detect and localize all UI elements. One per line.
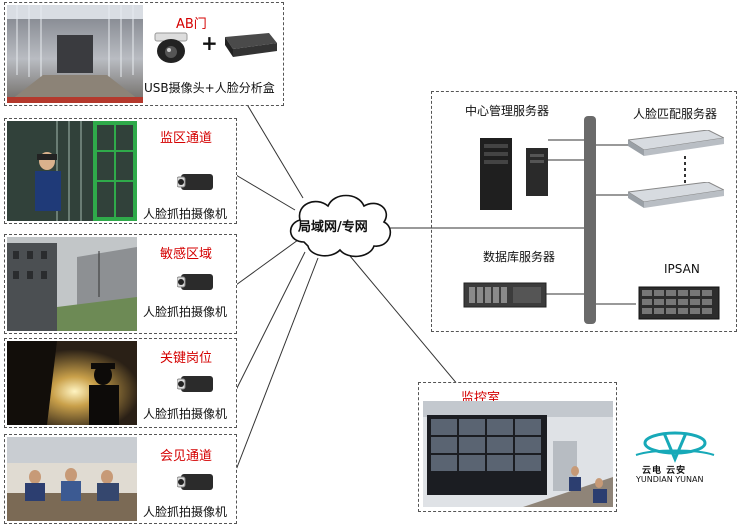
gate-caption: USB摄像头+人脸分析盒: [144, 81, 275, 95]
gate-title: AB门: [176, 17, 207, 32]
zone-title-3: 关键岗位: [160, 351, 213, 366]
zone-panel-2: 敏感区域 人脸抓拍摄像机: [4, 234, 237, 334]
zone-caption-2: 人脸抓拍摄像机: [143, 305, 228, 319]
plus-sign: +: [201, 31, 218, 55]
logo-en: YUNDIAN YUNAN: [636, 475, 704, 484]
analysis-box-icon: [219, 29, 279, 61]
box-camera-icon: [177, 269, 217, 295]
link-zone-2: [235, 239, 299, 286]
network-label: 局域网/专网: [298, 220, 368, 235]
rack-server-icon: [628, 130, 724, 158]
zone-photo-perimeter: [7, 237, 137, 331]
ipsan-label: IPSAN: [664, 262, 700, 276]
database-server-label: 数据库服务器: [483, 250, 556, 264]
box-camera-icon: [177, 469, 217, 495]
network-backbone-bar: [584, 116, 596, 324]
link-zone-1: [235, 174, 296, 211]
zone-panel-1: 监区通道 人脸抓拍摄像机: [4, 118, 237, 224]
zone-photo-visiting: [7, 437, 137, 521]
zone-caption-4: 人脸抓拍摄像机: [143, 505, 228, 519]
zone-caption-3: 人脸抓拍摄像机: [143, 407, 228, 421]
zone-title-2: 敏感区域: [160, 247, 213, 262]
monitor-room-panel: 监控室: [418, 382, 617, 512]
link-zone-3: [235, 251, 306, 391]
rack-server-icon: [628, 182, 724, 210]
company-logo: 云电 云安 YUNDIAN YUNAN: [634, 425, 716, 485]
central-server-label: 中心管理服务器: [465, 104, 550, 118]
monitor-room-photo: [423, 401, 613, 507]
zone-photo-guard: [7, 341, 137, 425]
zone-panel-3: 关键岗位 人脸抓拍摄像机: [4, 338, 237, 428]
zone-title-4: 会见通道: [160, 449, 213, 464]
link-zone-4: [235, 257, 319, 471]
zone-photo-corridor: [7, 121, 137, 221]
database-server-icon: [463, 281, 547, 309]
server-room-panel: [431, 91, 737, 332]
network-cloud: 局域网/专网: [284, 190, 394, 262]
zone-caption-1: 人脸抓拍摄像机: [143, 207, 228, 221]
tower-server-icon: [478, 136, 550, 212]
matching-server-label: 人脸匹配服务器: [633, 107, 718, 121]
ab-gate-photo: [7, 5, 143, 103]
storage-array-icon: [638, 286, 720, 320]
box-camera-icon: [177, 169, 217, 195]
gate-panel: AB门 + USB摄像头+人脸分析盒: [4, 2, 284, 106]
zone-panel-4: 会见通道 人脸抓拍摄像机: [4, 434, 237, 524]
logo-cn: 云电 云安: [642, 466, 687, 476]
box-camera-icon: [177, 371, 217, 397]
zone-title-1: 监区通道: [160, 131, 213, 146]
dome-camera-icon: [151, 31, 191, 67]
link-monitor: [349, 255, 459, 386]
